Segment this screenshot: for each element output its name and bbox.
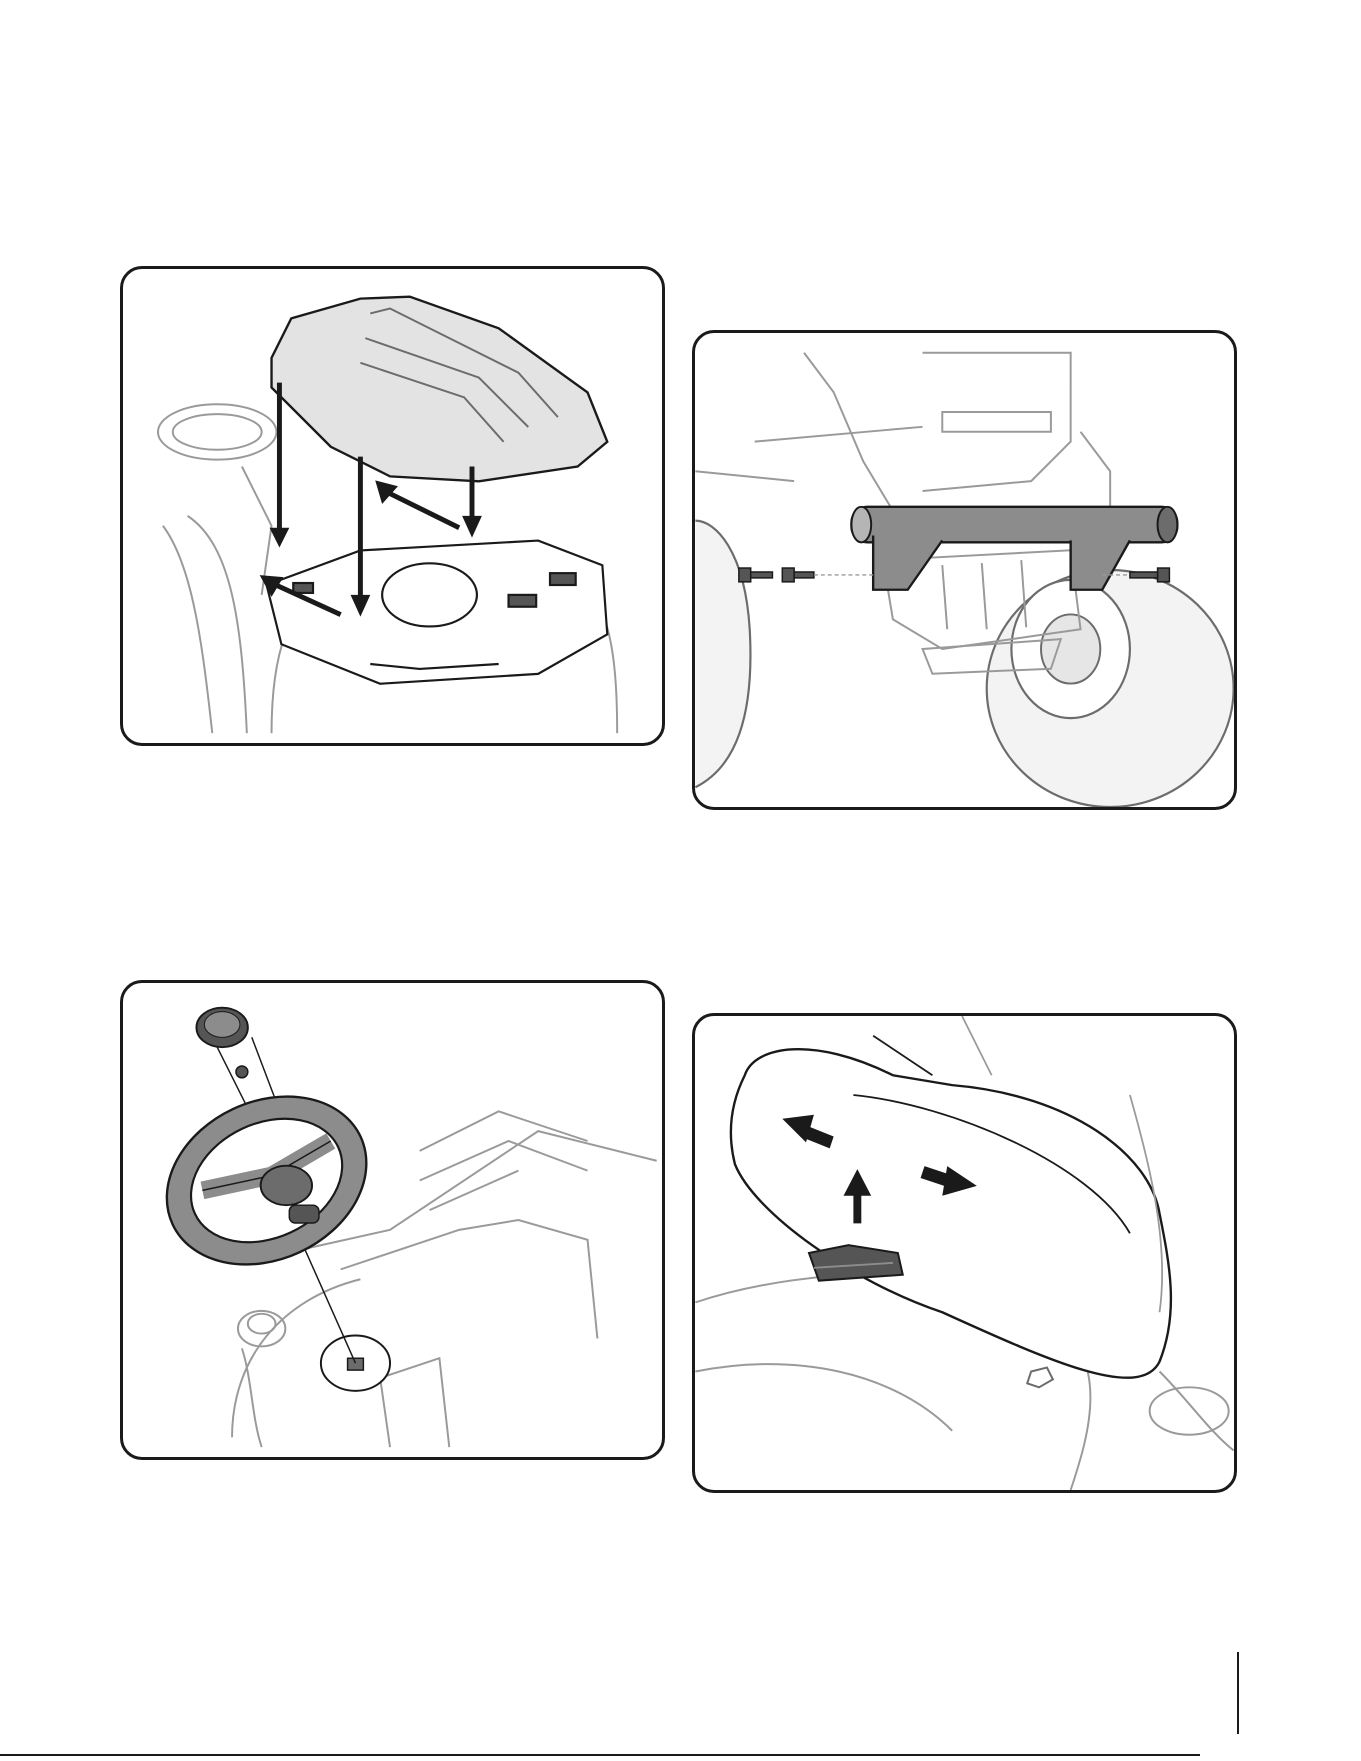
page-number-rule bbox=[1237, 1652, 1239, 1734]
figure-hood-installation bbox=[120, 266, 665, 746]
footer-rule bbox=[0, 1754, 1200, 1756]
steering-wheel-illustration bbox=[123, 983, 662, 1457]
tractor-front-outline bbox=[695, 353, 1110, 531]
bumper-installation-illustration bbox=[695, 333, 1234, 807]
figure-front-bumper-installation bbox=[692, 330, 1237, 810]
tire-icon bbox=[695, 521, 1233, 807]
hood-installation-illustration bbox=[123, 269, 662, 743]
seat-icon bbox=[731, 1016, 1171, 1378]
figure-steering-wheel-installation bbox=[120, 980, 665, 1460]
figure-seat-adjustment bbox=[692, 1013, 1237, 1493]
hood-icon bbox=[272, 297, 608, 482]
dash-console bbox=[267, 541, 608, 684]
seat-adjustment-illustration bbox=[695, 1016, 1234, 1490]
fender-bolt-icon bbox=[1027, 1368, 1053, 1388]
steering-wheel-icon bbox=[139, 1065, 394, 1296]
cap-icon bbox=[196, 1008, 247, 1048]
